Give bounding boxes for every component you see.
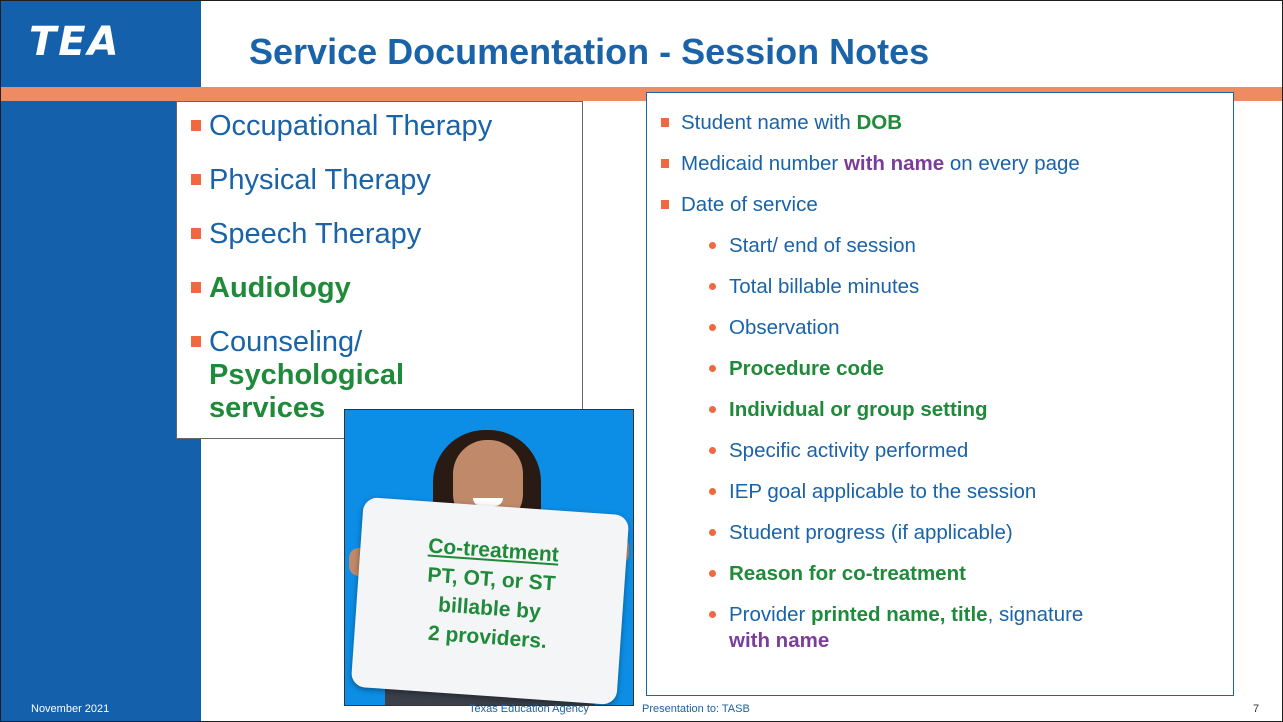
req-dob: DOB	[856, 111, 903, 134]
photo-smile	[473, 498, 503, 506]
req-date-of-service: Date of service	[647, 192, 818, 218]
sidebar-band	[1, 1, 201, 721]
sign-line-2: PT, OT, or ST	[426, 563, 557, 596]
req-medicaid-text: Medicaid number	[681, 152, 844, 175]
req-iep: IEP goal applicable to the session	[647, 479, 1036, 505]
req-student-name-text: Student name with	[681, 111, 857, 134]
req-start-end: Start/ end of session	[647, 233, 916, 259]
req-medicaid: Medicaid number with name on every page	[647, 151, 1080, 177]
footer-page-number: 7	[1253, 703, 1260, 715]
footer-presentation: Presentation to: TASB	[642, 703, 750, 715]
service-psychological: Psychological	[209, 359, 405, 391]
services-box: Occupational Therapy Physical Therapy Sp…	[176, 101, 583, 439]
req-minutes: Total billable minutes	[647, 274, 919, 300]
req-provider-printed-name: printed name, title	[811, 603, 988, 626]
service-audiology: Audiology	[209, 272, 351, 304]
service-item: Audiology	[187, 272, 582, 305]
sign-line-3: billable by	[437, 593, 542, 624]
req-student-name: Student name with DOB	[647, 110, 902, 136]
services-list: Occupational Therapy Physical Therapy Sp…	[177, 102, 582, 425]
sign-line-1: Co-treatment	[427, 534, 560, 567]
sign-text: Co-treatment PT, OT, or ST billable by 2…	[354, 527, 627, 661]
tea-logo: TEA	[29, 19, 121, 65]
requirements-box: Student name with DOB Medicaid number wi…	[646, 92, 1234, 696]
footer: November 2021 Texas Education Agency Pre…	[1, 699, 1282, 721]
req-activity: Specific activity performed	[647, 438, 968, 464]
req-progress: Student progress (if applicable)	[647, 520, 1013, 546]
whiteboard-sign: Co-treatment PT, OT, or ST billable by 2…	[350, 496, 630, 705]
req-observation: Observation	[647, 315, 840, 341]
req-medicaid-rest: on every page	[944, 152, 1080, 175]
service-item: Counseling/ Psychological services	[187, 326, 582, 425]
service-item: Occupational Therapy	[187, 110, 582, 143]
service-speech-therapy: Speech Therapy	[209, 218, 422, 250]
req-reason: Reason for co-treatment	[647, 561, 966, 587]
footer-date: November 2021	[31, 703, 110, 715]
service-occupational-therapy: Occupational Therapy	[209, 110, 493, 142]
service-item: Speech Therapy	[187, 218, 582, 251]
slide-title: Service Documentation - Session Notes	[249, 31, 930, 72]
service-item: Physical Therapy	[187, 164, 582, 197]
sign-line-4: 2 providers.	[427, 621, 548, 654]
req-provider-with-name: with name	[729, 629, 830, 652]
req-procedure: Procedure code	[647, 356, 884, 382]
footer-agency: Texas Education Agency	[469, 703, 589, 715]
req-provider-text: Provider	[729, 603, 812, 626]
req-provider-signature: , signature	[987, 603, 1084, 626]
req-setting: Individual or group setting	[647, 397, 988, 423]
service-counseling: Counseling/	[209, 326, 363, 358]
req-setting-text: Individual or group setting	[729, 398, 988, 421]
req-medicaid-with-name: with name	[843, 152, 945, 175]
req-provider: Provider printed name, title, signature w…	[647, 602, 1083, 654]
student-photo: Co-treatment PT, OT, or ST billable by 2…	[344, 409, 634, 706]
service-services: services	[209, 392, 326, 424]
req-reason-text: Reason for co-treatment	[729, 562, 966, 585]
req-procedure-text: Procedure code	[729, 357, 884, 380]
service-physical-therapy: Physical Therapy	[209, 164, 431, 196]
